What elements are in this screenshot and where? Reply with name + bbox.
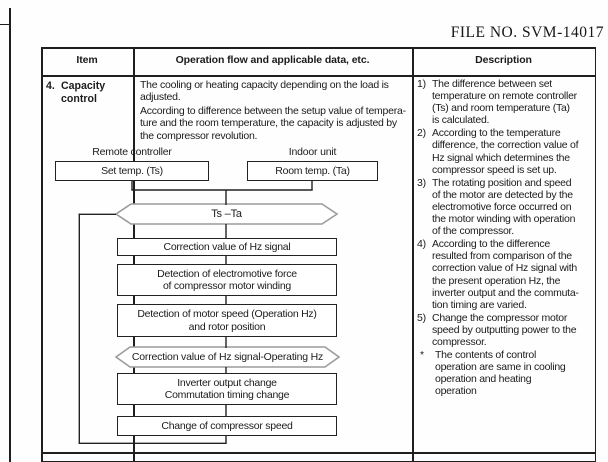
description-item-text: According to the temperature difference,…	[432, 127, 579, 176]
flow-box-correction-value: Correction value of Hz signal	[117, 238, 337, 256]
description-item: 5) Change the compressor motor speed by …	[417, 312, 599, 348]
table-header-border	[41, 75, 596, 77]
description-item-text: The rotating position and speed of the m…	[432, 176, 576, 238]
flow-box-inverter-output: Inverter output change Commutation timin…	[117, 373, 337, 405]
description-item-text: According to the difference resulted fro…	[432, 238, 579, 311]
column-header-item: Item	[76, 54, 98, 66]
flow-label-remote-controller: Remote controller	[92, 146, 172, 158]
table-border-right	[594, 47, 597, 462]
list-marker: 2)	[417, 127, 426, 140]
list-marker: 4)	[417, 238, 426, 251]
table-divider-description	[412, 47, 414, 462]
flow-box-room-temp: Room temp. (Ta)	[247, 161, 378, 181]
file-number: FILE NO. SVM-14017	[450, 24, 604, 41]
description-list: 1) The difference between set temperatur…	[417, 78, 599, 398]
operation-intro-paragraph-2: According to difference between the setu…	[140, 105, 406, 142]
list-marker: 1)	[417, 78, 426, 90]
description-item: * The contents of control operation are …	[417, 349, 599, 397]
column-header-description: Description	[475, 54, 532, 66]
description-item-text: Change the compressor motor speed by out…	[432, 311, 577, 348]
table-border-left	[41, 47, 43, 462]
flow-box-change-speed: Change of compressor speed	[117, 416, 337, 436]
column-header-operation: Operation flow and applicable data, etc.	[175, 54, 370, 66]
item-label: Capacity control	[61, 80, 106, 105]
next-row-line	[41, 460, 596, 462]
flow-hexagon-ts-ta: Ts –Ta	[211, 208, 242, 220]
operation-intro-paragraph-1: The cooling or heating capacity dependin…	[140, 79, 389, 104]
description-item: 4) According to the difference resulted …	[417, 238, 599, 311]
flow-hexagon-correction-operating: Correction value of Hz signal-Operating …	[131, 351, 324, 363]
list-marker: 5)	[417, 311, 426, 324]
table-border-top	[41, 47, 596, 49]
list-marker: *	[420, 349, 424, 362]
flow-box-set-temp: Set temp. (Ts)	[55, 161, 209, 181]
description-item: 2) According to the temperature differen…	[417, 127, 599, 175]
page-border-tick	[0, 23, 10, 25]
flow-box-detection-emf: Detection of electromotive force of comp…	[117, 264, 337, 296]
flow-box-detection-motor-speed: Detection of motor speed (Operation Hz) …	[117, 304, 337, 337]
table-row-border	[41, 452, 596, 454]
item-number: 4.	[46, 80, 55, 92]
page-border-left	[9, 8, 11, 462]
flow-label-indoor-unit: Indoor unit	[288, 146, 337, 158]
list-marker: 3)	[417, 176, 426, 189]
description-item: 1) The difference between set temperatur…	[417, 78, 599, 126]
description-item-text: The difference between set temperature o…	[432, 78, 577, 127]
description-item-text: The contents of control operation are sa…	[435, 349, 566, 398]
description-item: 3) The rotating position and speed of th…	[417, 177, 599, 237]
